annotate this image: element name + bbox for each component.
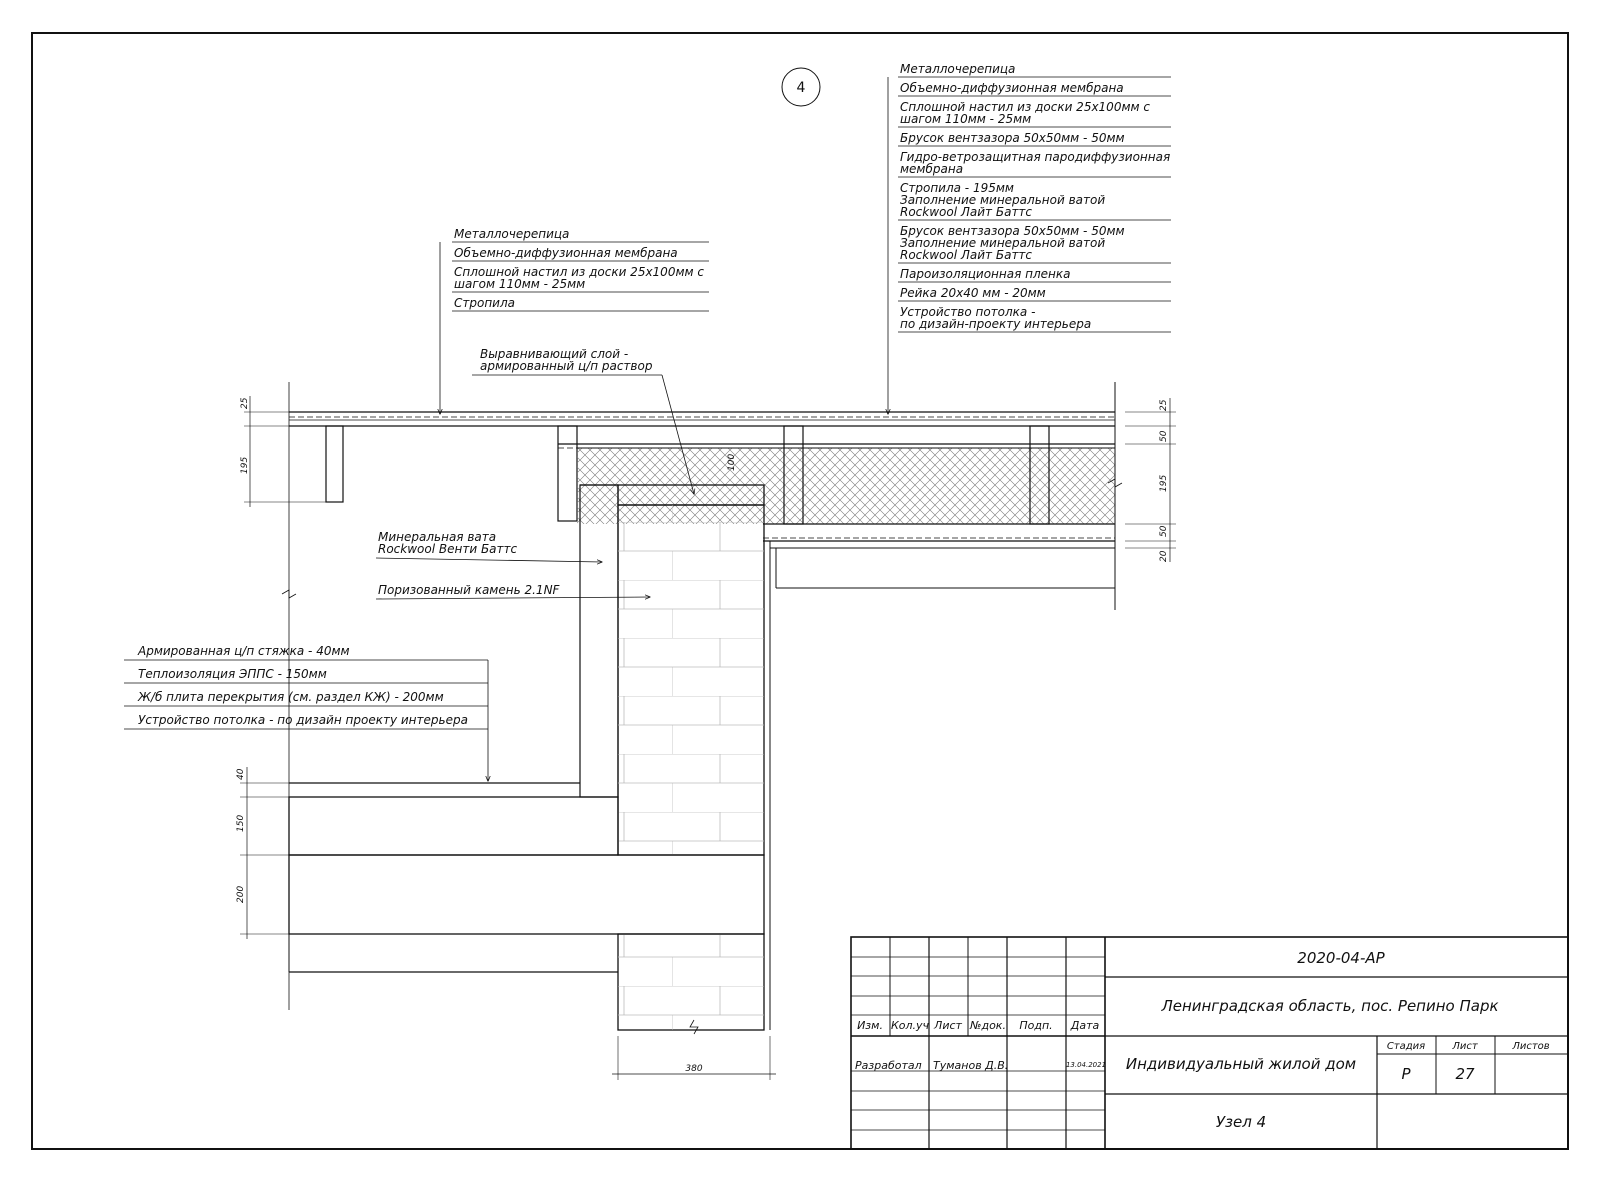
title-block: Изм. Кол.уч Лист №док. Подп. Дата Разраб…: [850, 936, 1569, 1150]
roof-right-layer-3-0: Брусок вентзазора 50х50мм - 50мм: [900, 131, 1125, 145]
roof-right-layer-0-0: Металлочерепица: [900, 62, 1015, 76]
col-ndok: №док.: [969, 1019, 1006, 1032]
dim-floor-40: 40: [236, 768, 246, 780]
col-data: Дата: [1070, 1019, 1100, 1032]
roof-left-layer-2-1: шагом 110мм - 25мм: [454, 277, 585, 291]
roof-right-layer-2-0: Сплошной настил из доски 25х100мм с: [900, 100, 1150, 114]
sheet-label: Лист: [1451, 1041, 1479, 1052]
col-podp: Подп.: [1019, 1019, 1052, 1032]
sheets-label: Листов: [1511, 1041, 1549, 1052]
dim-wall-380: 380: [685, 1064, 702, 1074]
roof-right-layer-8-0: Рейка 20х40 мм - 20мм: [900, 286, 1046, 300]
sheet-number: 27: [1455, 1065, 1475, 1083]
developed-label: Разработал: [855, 1059, 922, 1072]
porous-stone-label: Поризованный камень 2.1NF: [378, 583, 561, 597]
roof-right-layer-9-1: по дизайн-проекту интерьера: [900, 317, 1091, 331]
sheet-frame: [31, 32, 1569, 1150]
node-marker-circle: [781, 67, 821, 107]
sheet-name: Узел 4: [1216, 1113, 1266, 1131]
roof-right-layer-6-1: Заполнение минеральной ватой: [900, 236, 1105, 250]
project-name: Индивидуальный жилой дом: [1126, 1055, 1356, 1073]
dim-beam-100: 100: [727, 454, 737, 471]
floor-layer-2: Ж/б плита перекрытия (см. раздел КЖ) - 2…: [137, 690, 444, 704]
floor-layer-0: Армированная ц/п стяжка - 40мм: [137, 644, 350, 658]
location: Ленинградская область, пос. Репино Парк: [1160, 997, 1498, 1015]
sign-date: 13.04.2021: [1066, 1061, 1106, 1069]
roof-left-layer-1-0: Объемно-диффузионная мембрана: [454, 246, 678, 260]
mineral-wool-label-1: Минеральная вата: [378, 530, 496, 544]
floor-section: [288, 782, 765, 973]
roof-right-layer-7-0: Пароизоляционная пленка: [900, 267, 1070, 281]
floor-layer-1: Теплоизоляция ЭППС - 150мм: [138, 667, 327, 681]
dim-right-20: 20: [1159, 550, 1169, 562]
roof-right-layer-6-2: Rockwool Лайт Баттс: [900, 248, 1032, 262]
roof-right-layer-2-1: шагом 110мм - 25мм: [900, 112, 1031, 126]
wall-section: [579, 484, 765, 1031]
node-marker-number: 4: [797, 80, 806, 96]
dim-right-50a: 50: [1159, 430, 1169, 442]
dim-right-50b: 50: [1159, 525, 1169, 537]
dimensions: 25 195 25 50 195 50 20 100 40 150 200 38…: [236, 396, 1176, 1080]
dim-right-195: 195: [1159, 475, 1169, 492]
roof-right-layer-4-1: мембрана: [900, 162, 963, 176]
roof-left-layer-3-0: Стропила: [454, 296, 515, 310]
dim-left-25: 25: [240, 397, 250, 409]
floor-callout: Армированная ц/п стяжка - 40ммТеплоизоля…: [124, 644, 488, 781]
dim-left-195: 195: [240, 457, 250, 474]
floor-layer-3: Устройство потолка - по дизайн проекту и…: [138, 713, 468, 727]
roof-left-layer-2-0: Сплошной настил из доски 25х100мм с: [454, 265, 704, 279]
col-list: Лист: [933, 1019, 962, 1032]
roof-right-layer-1-0: Объемно-диффузионная мембрана: [900, 81, 1124, 95]
roof-right-layer-5-1: Заполнение минеральной ватой: [900, 193, 1105, 207]
roof-right-layer-4-0: Гидро-ветрозащитная пародиффузионная: [900, 150, 1170, 164]
drawing-code: 2020-04-АР: [1297, 949, 1385, 967]
mineral-wool-label-2: Rockwool Венти Баттс: [378, 542, 518, 556]
roof-left-layer-0-0: Металлочерепица: [454, 227, 569, 241]
leveling-layer-label-1: Выравнивающий слой -: [480, 347, 628, 361]
dim-right-25: 25: [1159, 399, 1169, 411]
developer-name: Туманов Д.В.: [933, 1059, 1008, 1072]
dim-floor-150: 150: [236, 815, 246, 832]
col-koluch: Кол.уч: [891, 1019, 930, 1032]
roof-right-layer-9-0: Устройство потолка -: [900, 305, 1035, 319]
dim-floor-200: 200: [236, 886, 246, 903]
roof-right-layer-5-0: Стропила - 195мм: [900, 181, 1014, 195]
stage-value: Р: [1401, 1065, 1411, 1083]
roof-right-layer-6-0: Брусок вентзазора 50х50мм - 50мм: [900, 224, 1125, 238]
leveling-layer-label-2: армированный ц/п раствор: [480, 359, 653, 373]
col-izm: Изм.: [857, 1019, 883, 1032]
stage-label: Стадия: [1387, 1041, 1425, 1052]
roof-right-layer-5-2: Rockwool Лайт Баттс: [900, 205, 1032, 219]
